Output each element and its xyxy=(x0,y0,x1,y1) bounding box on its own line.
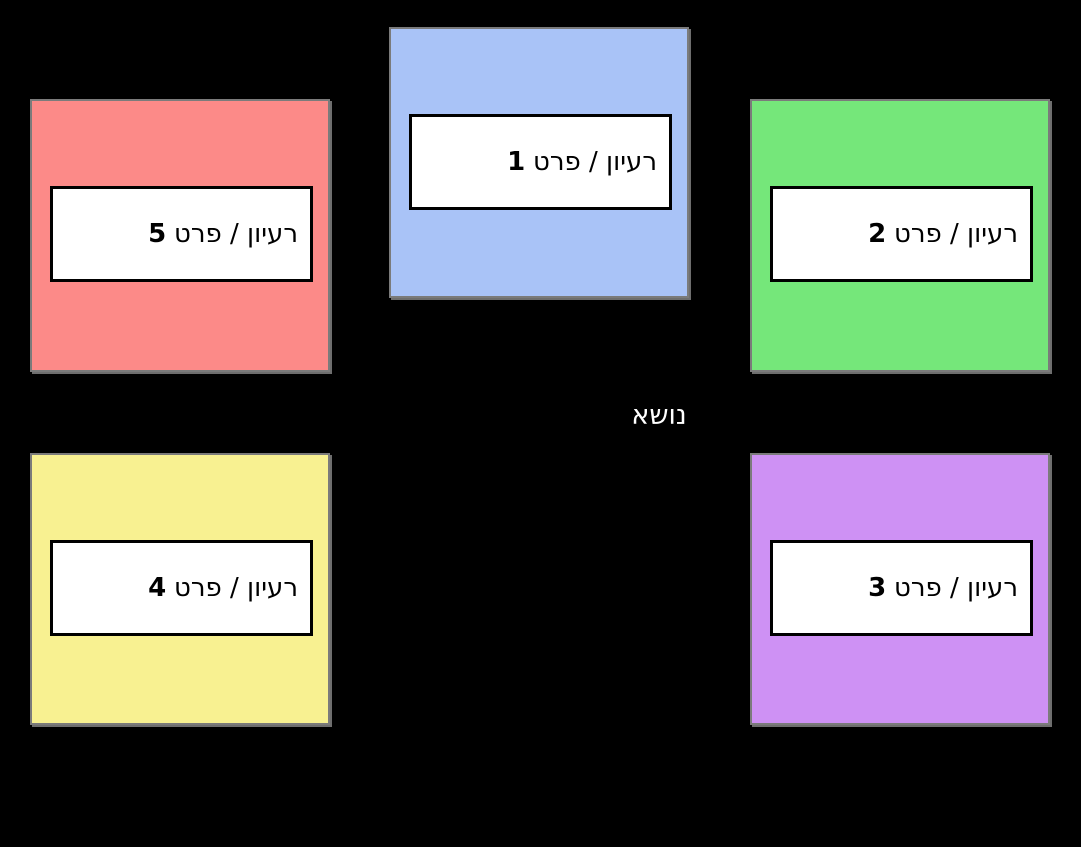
idea-label-text-2: רעיון / פרט2 xyxy=(868,221,1018,247)
idea-cell-1[interactable]: רעיון / פרט1 xyxy=(389,27,689,298)
idea-label-2[interactable]: רעיון / פרט2 xyxy=(770,186,1033,282)
idea-cell-2[interactable]: רעיון / פרט2 xyxy=(750,99,1050,372)
idea-label-phrase: רעיון / פרט xyxy=(894,573,1018,603)
idea-label-number: 3 xyxy=(868,573,887,603)
idea-label-text-4: רעיון / פרט4 xyxy=(148,575,298,601)
idea-label-phrase: רעיון / פרט xyxy=(174,219,298,249)
idea-cell-5[interactable]: רעיון / פרט5 xyxy=(30,99,330,372)
idea-label-3[interactable]: רעיון / פרט3 xyxy=(770,540,1033,636)
idea-label-text-1: רעיון / פרט1 xyxy=(507,149,657,175)
idea-label-number: 4 xyxy=(148,573,167,603)
idea-label-phrase: רעיון / פרט xyxy=(174,573,298,603)
idea-cell-3[interactable]: רעיון / פרט3 xyxy=(750,453,1050,725)
idea-label-number: 5 xyxy=(148,219,167,249)
idea-label-phrase: רעיון / פרט xyxy=(894,219,1018,249)
idea-label-1[interactable]: רעיון / פרט1 xyxy=(409,114,672,210)
idea-label-5[interactable]: רעיון / פרט5 xyxy=(50,186,313,282)
idea-label-4[interactable]: רעיון / פרט4 xyxy=(50,540,313,636)
idea-label-text-5: רעיון / פרט5 xyxy=(148,221,298,247)
idea-label-phrase: רעיון / פרט xyxy=(533,147,657,177)
idea-cell-4[interactable]: רעיון / פרט4 xyxy=(30,453,330,725)
topic-label[interactable]: נושא xyxy=(631,400,687,431)
idea-label-number: 2 xyxy=(868,219,887,249)
idea-label-number: 1 xyxy=(507,147,526,177)
idea-label-text-3: רעיון / פרט3 xyxy=(868,575,1018,601)
